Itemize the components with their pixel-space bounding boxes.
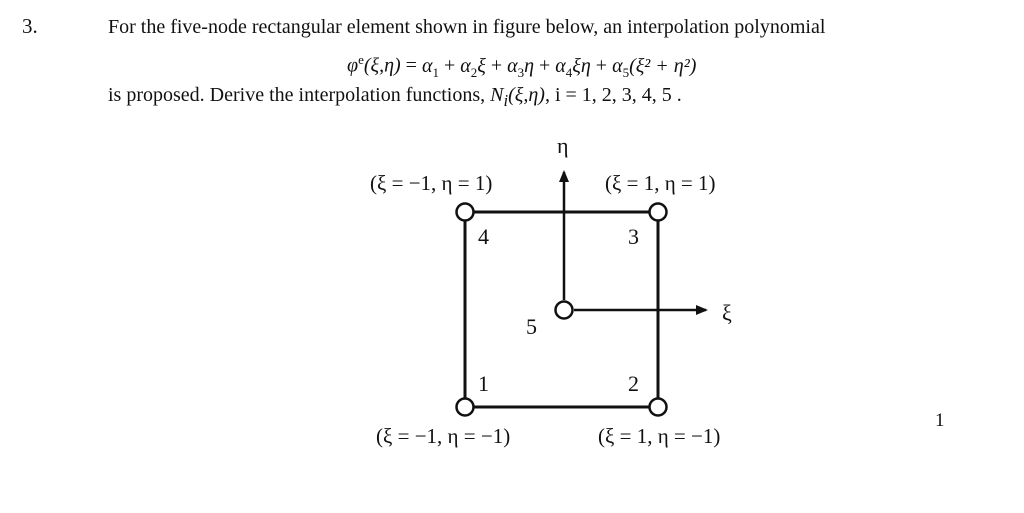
term-5: α5(ξ² + η²)	[612, 54, 697, 80]
node-3-label: 3	[628, 224, 639, 249]
phi-args: (ξ,η)	[363, 54, 401, 77]
interpolation-polynomial: φe(ξ,η) = α1 + α2ξ + α3η + α4ξη + α5(ξ² …	[347, 52, 697, 80]
question-number: 3.	[22, 14, 38, 38]
node-2-label: 2	[628, 371, 639, 396]
term-4: α4ξη	[555, 54, 591, 80]
phi-symbol: φ	[347, 54, 359, 77]
term-1: α1	[421, 54, 439, 80]
term-2: α2ξ	[460, 54, 486, 80]
shape-function-args: (ξ,η)	[508, 84, 545, 106]
node-3-circle	[648, 202, 668, 222]
line3-suffix: , i = 1, 2, 3, 4, 5 .	[544, 84, 682, 106]
xi-axis-label: ξ	[722, 300, 732, 325]
page-number: 1	[935, 410, 945, 431]
problem-statement-line3: is proposed. Derive the interpolation fu…	[108, 84, 682, 111]
node-1-coordinates: (ξ = −1, η = −1)	[376, 424, 510, 448]
equals-sign: =	[400, 54, 422, 77]
node-1-label: 1	[478, 371, 489, 396]
node-5-circle	[554, 300, 574, 320]
eta-axis-label: η	[557, 133, 569, 158]
node-1-circle	[455, 397, 475, 417]
node-2-circle	[648, 397, 668, 417]
node-4-circle	[455, 202, 475, 222]
phi-superscript: e	[358, 52, 364, 67]
shape-function-symbol: N	[490, 84, 504, 106]
node-5-label: 5	[526, 314, 537, 339]
node-4-label: 4	[478, 224, 489, 249]
line3-prefix: is proposed. Derive the interpolation fu…	[108, 84, 491, 106]
node-3-coordinates: (ξ = 1, η = 1)	[605, 171, 716, 195]
shape-function-subscript: i	[503, 91, 509, 110]
problem-statement-line1: For the five-node rectangular element sh…	[108, 16, 826, 38]
term-3: α3η	[507, 54, 535, 80]
node-2-coordinates: (ξ = 1, η = −1)	[598, 424, 720, 448]
node-4-coordinates: (ξ = −1, η = 1)	[370, 171, 492, 195]
